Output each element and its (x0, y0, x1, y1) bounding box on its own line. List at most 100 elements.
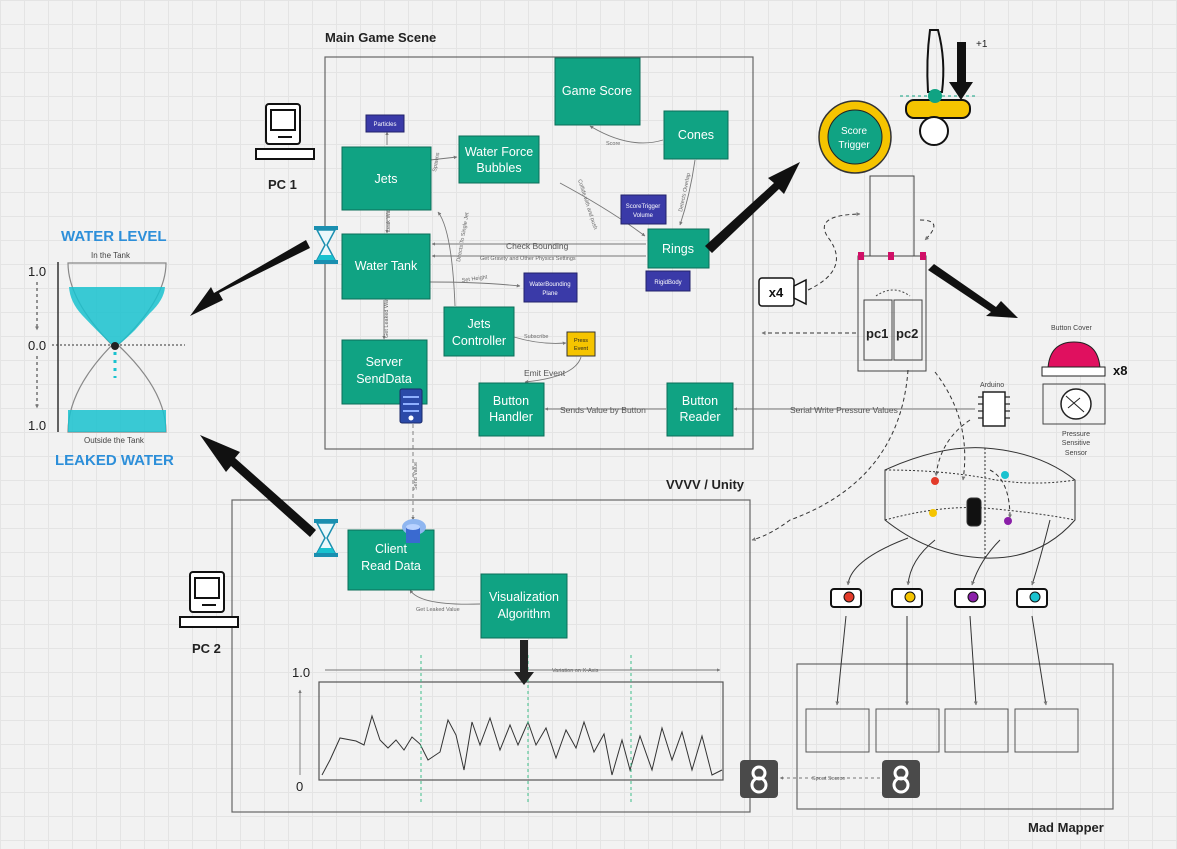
pressure-sensor-icon: Pressure Sensitive Sensor (1042, 383, 1106, 457)
edge-label-leak-water: Leak Water (386, 204, 392, 232)
projection-slot (805, 708, 870, 753)
cones-box[interactable]: Cones (663, 110, 729, 160)
main-game-scene-title: Main Game Scene (325, 30, 436, 45)
arduino-icon: Arduino (978, 382, 1010, 427)
leaked-water-title: LEAKED WATER (55, 452, 174, 469)
game-score-box[interactable]: Game Score (554, 57, 641, 126)
jets-controller-box[interactable]: Jets Controller (443, 306, 515, 357)
projection-slot (1014, 708, 1079, 753)
projection-slot (944, 708, 1009, 753)
button-cover-group: Button Cover x8 (1041, 325, 1127, 378)
client-label: Client (375, 542, 407, 556)
client-read-data-box[interactable]: Client Read Data (347, 529, 435, 591)
graph-y-bottom: 0 (296, 779, 303, 794)
bubbles-label: Bubbles (476, 161, 521, 175)
button-reader-label-2: Reader (680, 410, 721, 424)
projector-icon (830, 588, 862, 608)
vvvv-unity-frame: VVVV / Unity (231, 477, 751, 813)
plane-label: Plane (542, 291, 558, 297)
visualization-algorithm-box[interactable]: Visualization Algorithm (480, 573, 568, 639)
mad-mapper-title: Mad Mapper (1028, 820, 1104, 835)
water-tank-box[interactable]: Water Tank (341, 233, 431, 300)
edge-label-get-gravity: Get Gravity and Other Physics Settings (480, 256, 576, 262)
projector-icon (1016, 588, 1048, 608)
water-force-bubbles-box[interactable]: Water Force Bubbles (458, 135, 540, 184)
graph-y-top: 1.0 (292, 665, 310, 680)
jets-controller-label-1: Jets (468, 317, 491, 331)
component-boxes: Jets Water Force Bubbles Game Score Cone… (341, 57, 734, 639)
pc2-label: PC 2 (192, 641, 221, 656)
button-cover-label: Button Cover (1051, 325, 1093, 332)
visualization-label: Visualization (489, 590, 559, 604)
edge-label-serial-write: Serial Write Pressure Values (790, 405, 898, 415)
edge-label-spout-source: Spout Source (812, 776, 845, 782)
waterbounding-label: WaterBounding (529, 282, 570, 288)
scoretrigger-label: ScoreTrigger (626, 204, 660, 210)
variation-graph: 1.0 0 (292, 640, 724, 803)
score-trigger-label-1: Score (841, 126, 868, 137)
button-handler-label-1: Button (493, 394, 529, 408)
tick-mid: 0.0 (28, 338, 46, 353)
vvvv-unity-title: VVVV / Unity (666, 477, 745, 492)
projector-icon (954, 588, 986, 608)
particles-label: Particles (373, 122, 396, 128)
edge-label-spawns: Spawns (432, 152, 441, 173)
outside-the-tank-label: Outside the Tank (84, 436, 145, 445)
score-trigger-icon: Score Trigger (818, 100, 892, 174)
pressure-label-1: Pressure (1062, 431, 1090, 438)
press-event-box[interactable]: Press Event (566, 331, 596, 357)
score-trigger-label-2: Trigger (838, 140, 870, 151)
rigidbody-box[interactable]: RigidBody (645, 270, 691, 292)
hourglass-icon (314, 226, 338, 264)
cloud-database-icon (402, 519, 426, 543)
in-the-tank-label: In the Tank (91, 251, 131, 260)
edge-label-directs-to-single-jet: Directs To Single Jet (456, 212, 471, 263)
waterbounding-plane-box[interactable]: WaterBounding Plane (523, 272, 578, 303)
jets-label: Jets (375, 172, 398, 186)
kiosk-structure (857, 175, 927, 372)
senddata-label: SendData (356, 372, 412, 386)
button-handler-box[interactable]: Button Handler (478, 382, 545, 437)
volume-label: Volume (633, 213, 654, 219)
edge-label-sends-value: Sends Value by Button (560, 405, 646, 415)
button-reader-label-1: Button (682, 394, 718, 408)
press-label: Press (574, 338, 588, 344)
projection-slot (875, 708, 940, 753)
tick-bottom: 1.0 (28, 418, 46, 433)
water-level-title: WATER LEVEL (61, 228, 167, 245)
edge-label-get-leaked-value: Get Leaked Value (416, 607, 460, 613)
rings-box[interactable]: Rings (647, 228, 710, 269)
cones-label: Cones (678, 128, 714, 142)
water-tank-label: Water Tank (355, 259, 418, 273)
algorithm-label: Algorithm (498, 607, 551, 621)
rings-label: Rings (662, 242, 694, 256)
particles-box[interactable]: Particles (365, 114, 405, 133)
scoretrigger-volume-box[interactable]: ScoreTrigger Volume (620, 194, 667, 225)
game-score-label: Game Score (562, 84, 632, 98)
jets-controller-label-2: Controller (452, 334, 506, 348)
pc2-group: PC 2 (179, 571, 239, 656)
tick-top: 1.0 (28, 264, 46, 279)
computer-icon (255, 103, 315, 160)
pc1-group: PC 1 (255, 103, 315, 192)
kiosk-pc2-label: pc2 (896, 326, 918, 341)
event-label: Event (574, 346, 589, 352)
server-senddata-box[interactable]: Server SendData (341, 339, 428, 405)
edge-label-check-bounding: Check Bounding (506, 241, 569, 251)
server-label: Server (366, 355, 403, 369)
tank-sketch (846, 447, 1076, 586)
water-force-label: Water Force (465, 145, 533, 159)
small-boxes: Particles ScoreTrigger Volume WaterBound… (365, 114, 691, 357)
flow-arrows (190, 162, 1018, 537)
edge-label-detects-overlap: Detects Overlap (678, 173, 692, 213)
button-reader-box[interactable]: Button Reader (666, 382, 734, 437)
kiosk-pc1-label: pc1 (866, 326, 888, 341)
jets-box[interactable]: Jets (341, 146, 432, 211)
edge-label-score: Score (606, 141, 620, 147)
pressure-label-2: Sensitive (1062, 440, 1091, 447)
camera-icon: x4 (758, 277, 807, 307)
arduino-label: Arduino (980, 382, 1004, 389)
button-handler-label-2: Handler (489, 410, 533, 424)
computer-icon (179, 571, 239, 628)
